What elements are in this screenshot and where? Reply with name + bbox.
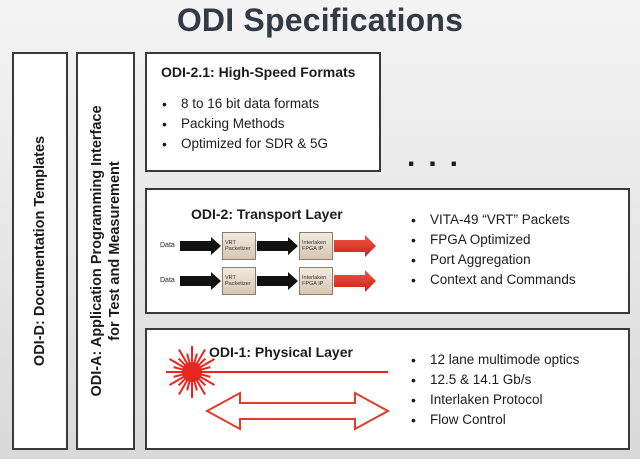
laser-ray: [199, 375, 216, 386]
laser-ray: [200, 373, 211, 378]
odi-a-box: ODI-A: Application Programming Interface…: [76, 52, 135, 450]
laser-ray: [173, 366, 184, 371]
laser-core: [182, 362, 202, 382]
physical-box: ODI-1: Physical Layer 12 lane multimode …: [145, 328, 630, 450]
data-input-label: Data: [160, 277, 175, 284]
interlaken-fpga-line: Interlaken: [302, 274, 327, 281]
transport-bullet: Context and Commands: [408, 270, 576, 290]
laser-starburst-icon: [166, 346, 388, 398]
laser-ray: [186, 353, 191, 364]
laser-ray: [177, 357, 187, 367]
laser-ray: [193, 380, 198, 391]
formats-bullet: Packing Methods: [159, 114, 328, 134]
vrt-packetizer-block: VRT Packetizer: [222, 267, 256, 295]
laser-ray: [195, 348, 206, 365]
laser-ray: [200, 366, 211, 371]
laser-ray: [168, 358, 185, 369]
formats-bullets: 8 to 16 bit data formats Packing Methods…: [159, 94, 328, 154]
laser-ray: [178, 348, 189, 365]
laser-ray: [195, 379, 206, 396]
laser-ray: [168, 375, 185, 386]
transport-bullets: VITA-49 “VRT” Packets FPGA Optimized Por…: [408, 210, 576, 290]
vrt-packetizer-line: VRT: [225, 239, 236, 246]
interlaken-fpga-block: Interlaken FPGA IP: [299, 232, 333, 260]
transport-bullet: FPGA Optimized: [408, 230, 576, 250]
interlaken-fpga-line: FPGA IP: [302, 246, 324, 252]
interlaken-fpga-line: Interlaken: [302, 239, 327, 246]
interlaken-fpga-block: Interlaken FPGA IP: [299, 267, 333, 295]
data-flow-arrow: [180, 237, 221, 255]
laser-ray: [178, 379, 189, 396]
serial-output-arrow: [334, 235, 376, 257]
vrt-packetizer-line: VRT: [225, 274, 236, 281]
page-title: ODI Specifications: [176, 2, 464, 38]
laser-ray: [197, 377, 207, 387]
formats-bullet: Optimized for SDR & 5G: [159, 134, 328, 154]
physical-bullet: Flow Control: [408, 410, 579, 430]
laser-ray: [197, 357, 207, 367]
laser-ray: [186, 380, 191, 391]
vrt-packetizer-line: Packetizer: [225, 281, 251, 287]
interlaken-fpga-line: FPGA IP: [302, 281, 324, 287]
laser-ray: [177, 377, 187, 387]
packet-flow-arrow: [257, 272, 298, 290]
packet-flow-arrow: [257, 237, 298, 255]
transport-title: ODI-2: Transport Layer: [191, 206, 343, 222]
transport-bullet: Port Aggregation: [408, 250, 576, 270]
vrt-packetizer-line: Packetizer: [225, 246, 251, 252]
physical-bullet: 12 lane multimode optics: [408, 350, 579, 370]
transport-bullet: VITA-49 “VRT” Packets: [408, 210, 576, 230]
formats-title: ODI-2.1: High-Speed Formats: [161, 64, 356, 80]
physical-bullet: 12.5 & 14.1 Gb/s: [408, 370, 579, 390]
serial-output-arrow: [334, 270, 376, 292]
more-specs-ellipsis: ...: [407, 140, 472, 173]
physical-bullets: 12 lane multimode optics 12.5 & 14.1 Gb/…: [408, 350, 579, 430]
laser-ray: [173, 373, 184, 378]
data-flow-arrow: [180, 272, 221, 290]
formats-bullet: 8 to 16 bit data formats: [159, 94, 328, 114]
vrt-packetizer-block: VRT Packetizer: [222, 232, 256, 260]
laser-ray: [199, 358, 216, 369]
laser-ray: [193, 353, 198, 364]
bidirectional-link-arrow: [204, 391, 391, 431]
physical-title: ODI-1: Physical Layer: [209, 344, 353, 360]
physical-bullet: Interlaken Protocol: [408, 390, 579, 410]
odi-d-box: ODI-D: Documentation Templates: [12, 52, 68, 450]
data-input-label: Data: [160, 242, 175, 249]
formats-box: ODI-2.1: High-Speed Formats 8 to 16 bit …: [145, 52, 381, 172]
